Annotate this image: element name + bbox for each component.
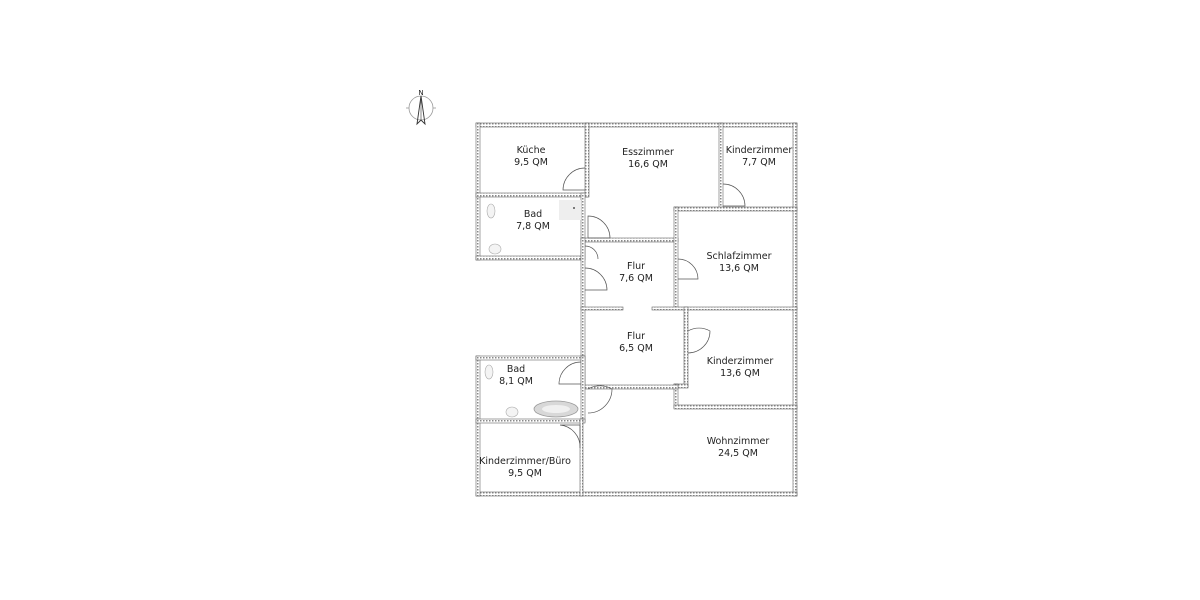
room-area: 7,7 QM xyxy=(742,157,776,168)
room-area: 6,5 QM xyxy=(619,343,653,354)
toilet-icon xyxy=(488,243,502,255)
room-area: 13,6 QM xyxy=(719,263,759,274)
bathroom-fixtures xyxy=(484,200,581,418)
room-name: Bad xyxy=(523,209,543,220)
svg-text:N: N xyxy=(418,89,423,97)
room-name: Bad xyxy=(506,364,526,375)
room-label-kueche: Küche 9,5 QM xyxy=(514,145,548,169)
toilet-icon xyxy=(505,406,519,418)
room-area: 9,5 QM xyxy=(508,468,542,479)
room-name: Flur xyxy=(626,331,646,342)
shower-icon xyxy=(559,200,581,220)
room-label-esszimmer: Esszimmer 16,6 QM xyxy=(622,147,674,171)
walls xyxy=(475,122,798,497)
room-label-flur-2: Flur 6,5 QM xyxy=(619,331,653,355)
room-label-kinderzimmer-buero: Kinderzimmer/Büro 9,5 QM xyxy=(479,456,571,480)
room-label-bad-2: Bad 8,1 QM xyxy=(499,364,533,388)
room-name: Kinderzimmer xyxy=(725,145,793,156)
room-area: 24,5 QM xyxy=(718,448,758,459)
room-name: Flur xyxy=(626,261,646,272)
room-name: Küche xyxy=(516,145,546,156)
room-area: 13,6 QM xyxy=(720,368,760,379)
room-area: 7,8 QM xyxy=(516,221,550,232)
room-label-schlafzimmer: Schlafzimmer 13,6 QM xyxy=(707,251,772,275)
room-name: Kinderzimmer/Büro xyxy=(479,456,571,467)
sink-icon xyxy=(484,364,494,380)
room-label-bad-1: Bad 7,8 QM xyxy=(516,209,550,233)
room-name: Schlafzimmer xyxy=(706,251,772,262)
room-area: 9,5 QM xyxy=(514,157,548,168)
room-name: Kinderzimmer xyxy=(706,356,774,367)
room-name: Esszimmer xyxy=(622,147,674,158)
room-area: 16,6 QM xyxy=(628,159,668,170)
room-label-kinderzimmer-2: Kinderzimmer 13,6 QM xyxy=(707,356,774,380)
room-area: 7,6 QM xyxy=(619,273,653,284)
room-label-kinderzimmer-1: Kinderzimmer 7,7 QM xyxy=(726,145,793,169)
room-name: Wohnzimmer xyxy=(706,436,770,447)
room-area: 8,1 QM xyxy=(499,376,533,387)
room-label-flur-1: Flur 7,6 QM xyxy=(619,261,653,285)
sink-icon xyxy=(486,203,496,219)
doors xyxy=(558,167,746,449)
north-arrow-icon: N xyxy=(406,89,436,126)
room-label-wohnzimmer: Wohnzimmer 24,5 QM xyxy=(707,436,770,460)
